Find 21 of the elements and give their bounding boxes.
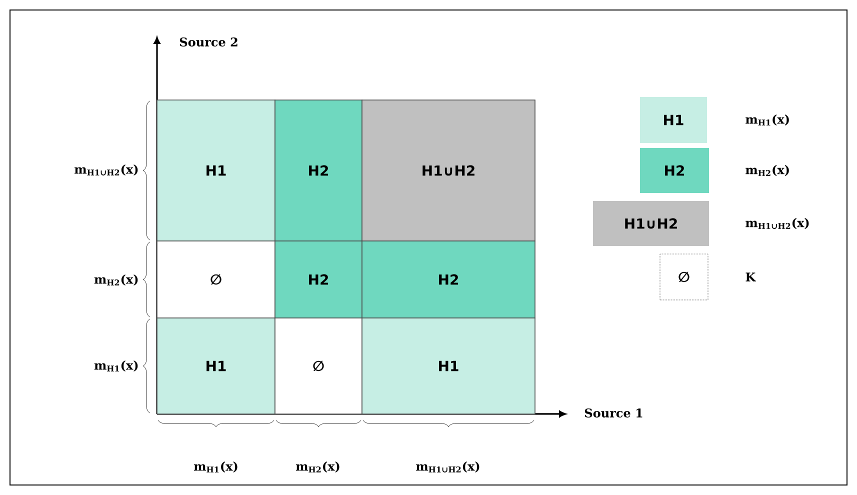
grid-cell: ∅ [274,318,362,414]
grid-cell: H2 [274,100,362,242]
legend-text: m$_{H1}$(x) [746,114,789,126]
brace-label: m$_{H1∪H2}$(x) [416,461,480,472]
grid-cell: H1 [362,318,536,414]
axis-label: Source 1 [584,408,642,418]
axis-label: Source 2 [180,37,238,47]
brace-label: m$_{H2}$(x) [94,274,138,286]
grid-cell: ∅ [156,240,276,318]
brace-label: m$_{H1}$(x) [94,360,138,372]
grid-cell: H2 [274,240,362,318]
grid-cell: H1 [156,100,276,242]
legend-text: m$_{H1∪H2}$(x) [746,218,809,229]
grid-cell: H1∪H2 [362,100,536,242]
brace-label: m$_{H2}$(x) [296,462,340,472]
legend-text: K [746,272,756,282]
brace-label: m$_{H1∪H2}$(x) [74,164,138,176]
brace-label: m$_{H1}$(x) [194,462,238,472]
legend-text: m$_{H2}$(x) [746,165,789,176]
grid-cell: H2 [362,240,536,318]
grid-cell: H1 [156,318,276,414]
